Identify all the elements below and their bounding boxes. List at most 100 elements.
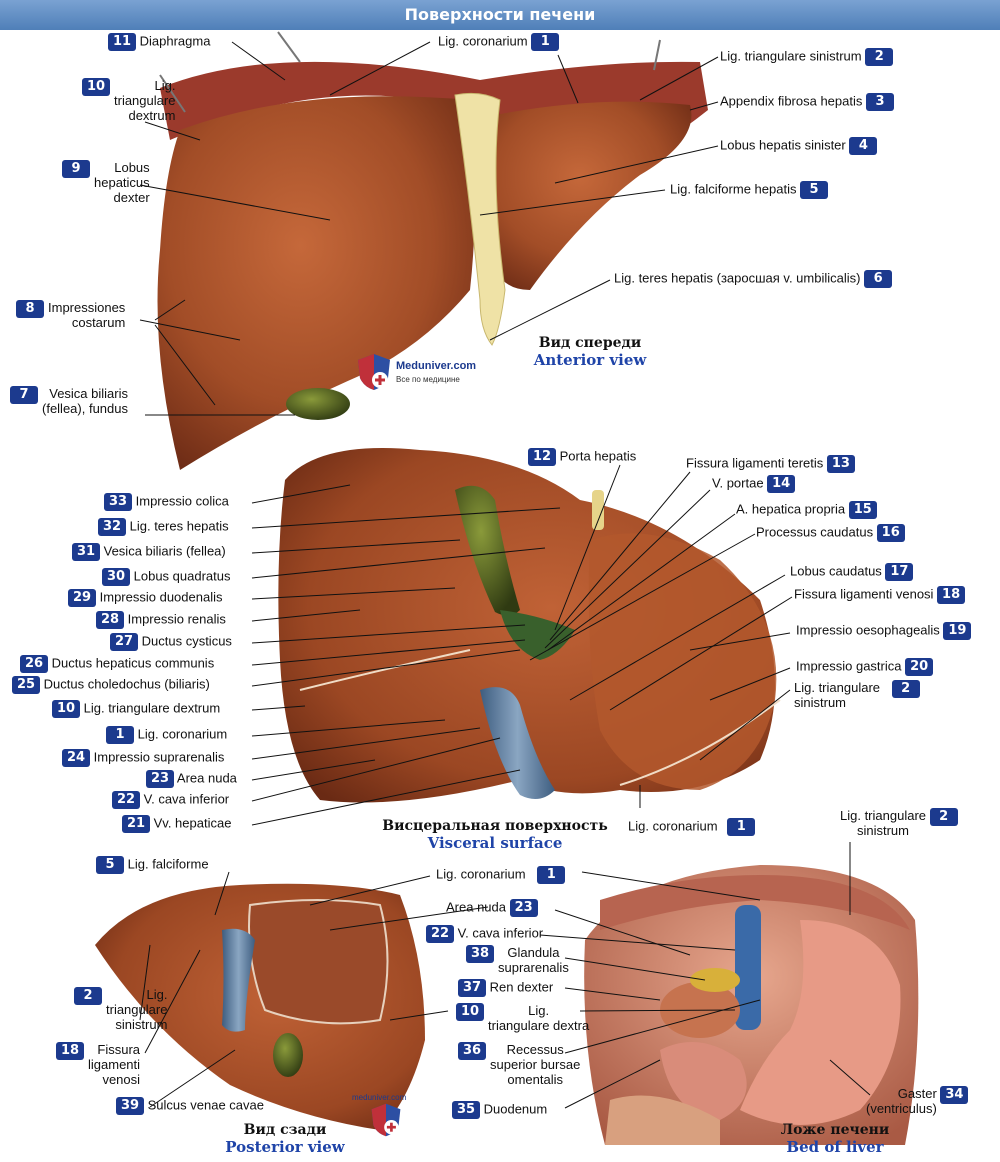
label-text: Ductus hepaticus communis xyxy=(51,655,215,671)
label-text: Impressio duodenalis xyxy=(99,589,223,605)
meduniver-logo-2 xyxy=(368,1100,404,1145)
label-number-badge: 27 xyxy=(110,633,138,651)
label-text: Area nuda xyxy=(446,899,506,915)
label-number-badge: 8 xyxy=(16,300,44,318)
label-7-vesica-biliaris-fundus: 7 Vesica biliaris (fellea), fundus xyxy=(10,386,128,416)
meduniver-logo xyxy=(354,352,394,397)
label-number-badge: 7 xyxy=(10,386,38,404)
label-10-lig-triangulare-dextrum-visceral: 10 Lig. triangulare dextrum xyxy=(52,700,220,718)
label-text: Lig. triangulare sinistrum xyxy=(840,808,926,838)
label-number-badge: 13 xyxy=(826,455,855,473)
label-36-recessus-superior: 36 Recessus superior bursae omentalis xyxy=(458,1042,580,1087)
label-text: Impressio colica xyxy=(135,493,229,509)
label-number-badge: 2 xyxy=(865,48,894,66)
view-visceral: Висцеральная поверхность Visceral surfac… xyxy=(380,818,610,852)
label-text: Impressiones costarum xyxy=(48,300,126,330)
label-34-gaster: Gaster (ventriculus) 34 xyxy=(866,1086,969,1116)
label-number-badge: 12 xyxy=(528,448,556,466)
label-12-porta-hepatis: 12 Porta hepatis xyxy=(528,448,636,466)
label-text: Lig. falciforme hepatis xyxy=(670,181,797,197)
label-number-badge: 10 xyxy=(82,78,110,96)
label-text: Lig. triangulare dextrum xyxy=(83,700,221,716)
label-number-badge: 4 xyxy=(849,137,878,155)
label-13-fissura-lig-teretis: Fissura ligamenti teretis 13 xyxy=(686,455,855,473)
label-number-badge: 36 xyxy=(458,1042,486,1060)
logo-name: Meduniver.com xyxy=(396,360,477,372)
label-number-badge: 29 xyxy=(68,589,96,607)
view-posterior-en: Posterior view xyxy=(225,1138,345,1156)
label-number-badge: 2 xyxy=(74,987,102,1005)
label-6-lig-teres-hepatis: Lig. teres hepatis (заросшая v. umbilica… xyxy=(614,270,893,288)
label-number-badge: 21 xyxy=(122,815,150,833)
label-text: Lobus hepaticus dexter xyxy=(94,160,150,205)
label-number-badge: 24 xyxy=(62,749,90,767)
label-number-badge: 1 xyxy=(727,818,756,836)
label-text: Lig. coronarium xyxy=(438,33,528,49)
label-number-badge: 25 xyxy=(12,676,40,694)
view-visceral-ru: Висцеральная поверхность xyxy=(382,818,608,834)
visceral-view-illustration xyxy=(278,448,781,803)
label-21-vv-hepaticae: 21 Vv. hepaticae xyxy=(122,815,231,833)
leader-lines xyxy=(139,41,871,1109)
label-4-lobus-hepatis-sinister: Lobus hepatis sinister 4 xyxy=(720,137,878,155)
label-number-badge: 1 xyxy=(537,866,566,884)
label-text: Lig. coronarium xyxy=(137,726,228,742)
label-text: Vv. hepaticae xyxy=(153,815,232,831)
view-posterior-ru: Вид сзади xyxy=(243,1122,327,1138)
label-text: Duodenum xyxy=(483,1101,548,1117)
ivc-bed xyxy=(735,905,761,1030)
label-text: Lig. triangulare sinistrum xyxy=(794,680,880,710)
label-text: Area nuda xyxy=(176,770,237,786)
label-number-badge: 1 xyxy=(531,33,560,51)
label-number-badge: 34 xyxy=(940,1086,969,1104)
label-2-lig-triangulare-sinistrum: Lig. triangulare sinistrum 2 xyxy=(720,48,894,66)
label-text: A. hepatica propria xyxy=(736,501,846,517)
label-17-lobus-caudatus: Lobus caudatus 17 xyxy=(790,563,914,581)
view-anterior: Вид спереди Anterior view xyxy=(520,335,660,369)
label-number-badge: 2 xyxy=(891,680,920,698)
label-text: Vesica biliaris (fellea) xyxy=(103,543,226,559)
label-number-badge: 14 xyxy=(767,475,796,493)
stomach xyxy=(740,920,901,1125)
diaphragm-bed xyxy=(600,875,910,930)
gallbladder-posterior xyxy=(273,1033,303,1077)
label-39-sulcus-venae-cavae: 39 Sulcus venae cavae xyxy=(116,1097,264,1115)
label-5-lig-falciforme: 5 Lig. falciforme xyxy=(96,856,209,874)
label-29-impressio-duodenalis: 29 Impressio duodenalis xyxy=(68,589,222,607)
label-27-ductus-cysticus: 27 Ductus cysticus xyxy=(110,633,232,651)
label-18-fissura-lig-venosi-posterior: 18 Fissura ligamenti venosi xyxy=(56,1042,140,1087)
label-text: Lig. coronarium xyxy=(628,818,718,834)
label-text: Lig. falciforme xyxy=(127,856,209,872)
view-bed-en: Bed of liver xyxy=(786,1138,884,1156)
label-33-impressio-colica: 33 Impressio colica xyxy=(104,493,229,511)
meduniver-logo-text: Meduniver.com Все по медицине xyxy=(396,359,476,386)
label-37-ren-dexter: 37 Ren dexter xyxy=(458,979,553,997)
label-23-area-nuda-posterior: Area nuda 23 xyxy=(446,899,538,917)
label-18-fissura-lig-venosi: Fissura ligamenti venosi 18 xyxy=(794,586,966,604)
label-26-ductus-hepaticus-communis: 26 Ductus hepaticus communis xyxy=(20,655,214,673)
label-19-impressio-oesophagealis: Impressio oesophagealis 19 xyxy=(796,622,972,640)
shield-icon xyxy=(358,354,390,390)
vena-cava-visceral xyxy=(480,687,555,799)
label-2-lig-triangulare-sinistrum-visceral: Lig. triangulare sinistrum 2 xyxy=(794,680,920,710)
label-38-glandula-suprarenalis: 38 Glandula suprarenalis xyxy=(466,945,569,975)
anterior-view-illustration xyxy=(157,31,708,470)
label-25-ductus-choledochus: 25 Ductus choledochus (biliaris) xyxy=(12,676,210,694)
label-1-lig-coronarium-visceral: Lig. coronarium 1 xyxy=(628,818,756,836)
right-lobe-anterior xyxy=(157,96,475,470)
label-text: Diaphragma xyxy=(139,33,211,49)
bed-of-liver-illustration xyxy=(584,865,919,1145)
label-number-badge: 16 xyxy=(876,524,905,542)
label-text: V. cava inferior xyxy=(457,925,544,941)
label-text: Lig. coronarium xyxy=(436,866,526,882)
label-number-badge: 18 xyxy=(56,1042,84,1060)
view-bed: Ложе печени Bed of liver xyxy=(770,1122,900,1156)
logo-tagline: Все по медицине xyxy=(396,375,460,384)
label-number-badge: 10 xyxy=(52,700,80,718)
label-text: Processus caudatus xyxy=(756,524,874,540)
label-16-processus-caudatus: Processus caudatus 16 xyxy=(756,524,905,542)
teres-ligament-visceral xyxy=(592,490,604,530)
label-text: Recessus superior bursae omentalis xyxy=(490,1042,581,1087)
label-text: Fissura ligamenti venosi xyxy=(794,586,934,602)
label-text: Lig. triangulare dextra xyxy=(488,1003,590,1033)
